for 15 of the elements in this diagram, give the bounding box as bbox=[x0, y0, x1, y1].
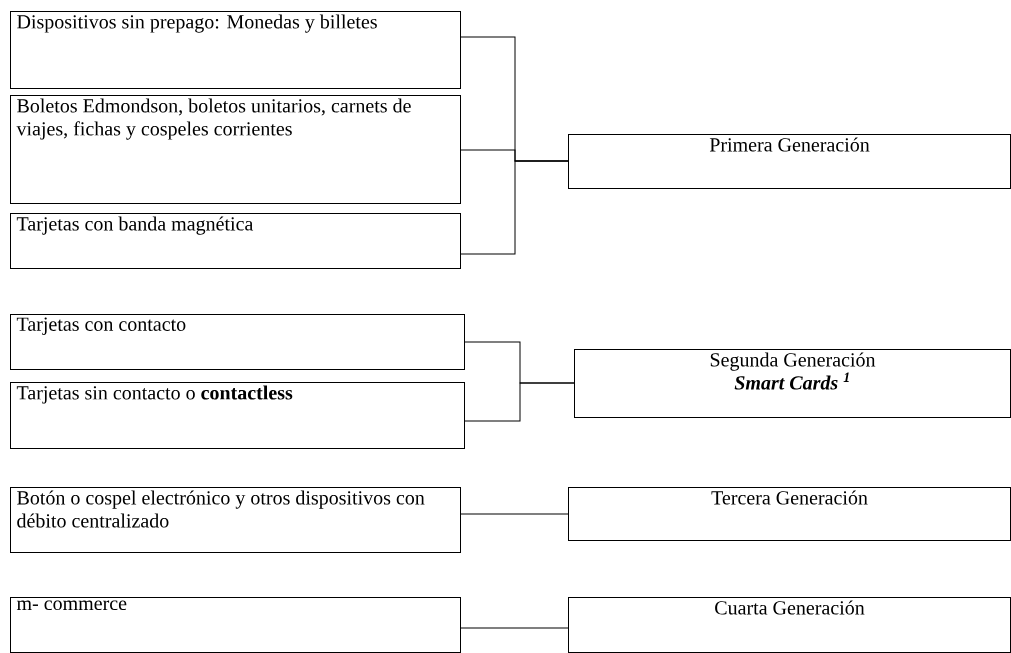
category-box: Dispositivos sin prepago: Monedas y billetes bbox=[10, 11, 461, 89]
generation-box: Tercera Generación bbox=[568, 487, 1011, 541]
generation-box: Cuarta Generación bbox=[568, 597, 1011, 653]
category-box: Tarjetas con banda magnética bbox=[10, 213, 461, 269]
category-box: Boletos Edmondson, boletos unitarios, carnets de viajes, fichas y cospeles corrientes bbox=[10, 95, 461, 204]
generation-box: Primera Generación bbox=[568, 134, 1011, 189]
connector-line bbox=[463, 382, 575, 422]
connector-line bbox=[459, 627, 569, 629]
category-box: Botón o cospel electrónico y otros dispositivos con débito centralizado bbox=[10, 487, 461, 553]
connector-line bbox=[459, 160, 569, 255]
category-box: m- commerce bbox=[10, 597, 461, 653]
generation-box: Segunda Generación Smart Cards $^{1}$ bbox=[574, 349, 1011, 418]
connector-line bbox=[459, 513, 569, 515]
category-box: Tarjetas con contacto bbox=[10, 314, 465, 370]
category-box: Tarjetas sin contacto o contactless bbox=[10, 382, 465, 449]
